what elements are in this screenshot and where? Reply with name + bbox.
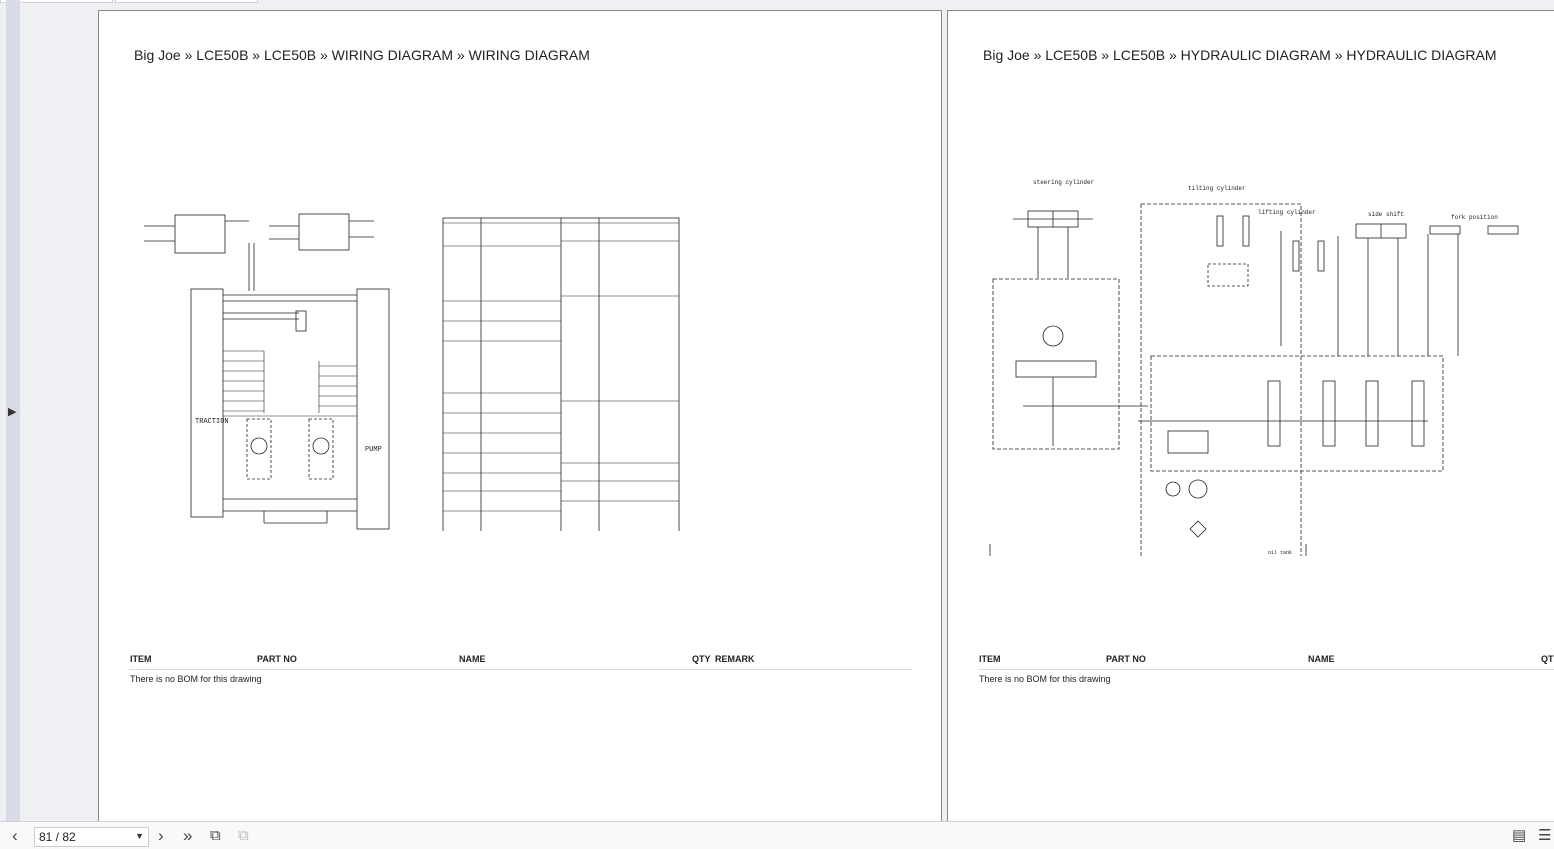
previous-page-icon[interactable]: ‹ (12, 826, 18, 845)
bom-divider (129, 669, 912, 670)
top-bar (0, 0, 1554, 4)
wiring-diagram: TRACTION PUMP (144, 213, 680, 531)
tab-strip-left (0, 0, 113, 3)
bom-empty-note: There is no BOM for this drawing (979, 674, 1111, 684)
continuous-view-icon[interactable]: ☰ (1538, 827, 1552, 844)
expand-sidebar-icon[interactable]: ▶ (8, 406, 17, 418)
bom-header-item: ITEM (979, 654, 1001, 664)
chevron-down-icon: ▼ (135, 831, 144, 841)
document-page-wiring: Big Joe » LCE50B » LCE50B » WIRING DIAGR… (98, 10, 942, 822)
bom-header-part-no: PART NO (1106, 654, 1146, 664)
bom-header-part-no: PART NO (257, 654, 297, 664)
oil-tank-label: oil tank (1268, 550, 1292, 556)
bom-header-qty: QTY (1541, 654, 1554, 664)
sidebar-collapsed[interactable] (6, 0, 20, 822)
traction-label: TRACTION (195, 418, 229, 426)
last-page-icon[interactable]: » (183, 826, 193, 845)
page-indicator: 81 / 82 (39, 830, 76, 844)
pump-label: PUMP (365, 446, 382, 454)
tab-strip-active[interactable] (115, 0, 258, 3)
tilting-cylinder-label: tilting cylinder (1188, 185, 1246, 192)
bom-header-qty: QTY (692, 654, 711, 664)
side-shift-label: side shift (1368, 211, 1404, 218)
breadcrumb: Big Joe » LCE50B » LCE50B » HYDRAULIC DI… (983, 47, 1497, 63)
bom-header-remark: REMARK (715, 654, 755, 664)
next-page-icon[interactable]: › (158, 826, 164, 845)
lifting-cylinder-label: lifting cylinder (1258, 209, 1316, 216)
paste-page-icon: ⧉ (238, 827, 249, 844)
copy-page-icon[interactable]: ⧉ (210, 827, 221, 844)
steering-cylinder-label: steering cylinder (1033, 179, 1095, 186)
hydraulic-diagram: steering cylinder tilting cylinder lifti… (989, 179, 1519, 556)
bom-divider (978, 669, 1554, 670)
bom-header-name: NAME (1308, 654, 1335, 664)
single-page-view-icon[interactable]: ▤ (1512, 827, 1527, 844)
bom-header-name: NAME (459, 654, 486, 664)
bom-empty-note: There is no BOM for this drawing (130, 674, 262, 684)
viewer-toolbar: ‹ 81 / 82 ▼ › » ⧉ ⧉ ▤ ☰ (0, 821, 1554, 849)
page-selector[interactable]: 81 / 82 ▼ (34, 827, 149, 847)
breadcrumb: Big Joe » LCE50B » LCE50B » WIRING DIAGR… (134, 47, 590, 63)
document-page-hydraulic: Big Joe » LCE50B » LCE50B » HYDRAULIC DI… (947, 10, 1554, 822)
fork-position-label: fork position (1451, 214, 1498, 221)
bom-header-item: ITEM (130, 654, 152, 664)
